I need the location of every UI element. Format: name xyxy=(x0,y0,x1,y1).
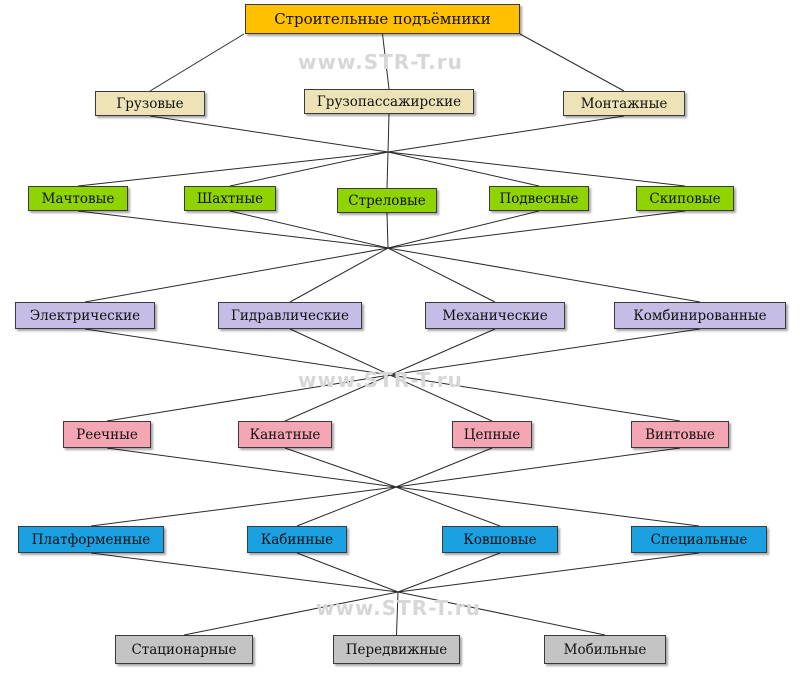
node-label: Шахтные xyxy=(196,190,264,207)
node-label: Стреловые xyxy=(348,192,426,209)
node-design-mast: Мачтовые xyxy=(28,186,128,211)
connector-line xyxy=(395,486,700,527)
node-carrier-cabin: Кабинные xyxy=(247,526,347,553)
connector-line xyxy=(389,374,681,422)
node-label: Скиповые xyxy=(649,190,721,207)
node-label: Мобильные xyxy=(563,641,647,658)
node-drive-combined: Комбинированные xyxy=(614,302,786,329)
node-label: Подвесные xyxy=(499,190,579,207)
connector-line xyxy=(77,151,389,187)
connector-line xyxy=(389,328,496,376)
node-label: Грузопассажирские xyxy=(316,93,462,110)
connector-line xyxy=(289,247,389,303)
connector-line xyxy=(84,328,391,376)
connector-line xyxy=(397,552,501,593)
node-purpose-mounting: Монтажные xyxy=(563,91,685,116)
connector-line xyxy=(387,113,390,153)
node-label: Специальные xyxy=(650,531,748,548)
node-label: Канатные xyxy=(249,426,321,443)
connector-line xyxy=(397,552,700,593)
node-label: Грузовые xyxy=(116,95,184,112)
connector-line xyxy=(387,151,540,187)
node-label: Электрические xyxy=(29,307,141,324)
node-mechanism-screw: Винтовые xyxy=(631,421,729,448)
connector-line xyxy=(284,447,397,488)
node-label: Передвижные xyxy=(345,641,448,658)
connector-line xyxy=(387,210,686,249)
node-mechanism-rack: Реечные xyxy=(63,421,151,448)
connector-line xyxy=(106,374,391,422)
node-purpose-cargo-passenger: Грузопассажирские xyxy=(304,89,474,114)
node-label: Комбинированные xyxy=(633,307,767,324)
node-carrier-special: Специальные xyxy=(631,526,767,553)
connector-line xyxy=(519,33,625,92)
node-label: Кабинные xyxy=(260,531,334,548)
node-label: Платформенные xyxy=(31,531,151,548)
connector-line xyxy=(296,552,399,593)
node-drive-mechanical: Механические xyxy=(425,302,565,329)
connector-line xyxy=(90,552,399,593)
node-carrier-platform: Платформенные xyxy=(18,526,164,553)
connector-line xyxy=(183,591,399,636)
node-mobility-movable: Передвижные xyxy=(333,635,460,664)
node-design-skip: Скиповые xyxy=(636,186,734,211)
node-purpose-cargo: Грузовые xyxy=(95,91,205,116)
node-label: Цепные xyxy=(463,426,521,443)
node-label: Гидравлические xyxy=(230,307,349,324)
node-label: Стационарные xyxy=(131,641,237,658)
node-carrier-bucket: Ковшовые xyxy=(442,526,558,553)
root-node: Строительные подъёмники xyxy=(245,4,520,34)
node-mechanism-rope: Канатные xyxy=(238,421,332,448)
connector-line xyxy=(84,247,389,303)
node-label: Реечные xyxy=(76,426,138,443)
connector-line xyxy=(395,447,681,488)
node-label: Винтовые xyxy=(645,426,715,443)
connector-line xyxy=(77,210,389,249)
node-drive-electric: Электрические xyxy=(15,302,155,329)
connector-line xyxy=(395,486,501,527)
connector-line xyxy=(395,447,493,488)
connector-line xyxy=(389,374,493,422)
watermark: www.STR-T.ru xyxy=(298,368,463,392)
connector-line xyxy=(149,33,245,92)
connector-line xyxy=(106,447,397,488)
connector-line xyxy=(386,212,389,249)
node-label: Монтажные xyxy=(580,95,668,112)
connector-line xyxy=(397,591,606,636)
connector-line xyxy=(289,328,391,376)
node-design-shaft: Шахтные xyxy=(184,186,276,211)
connector-line xyxy=(387,210,540,249)
connector-line xyxy=(387,247,496,303)
root-node-label: Строительные подъёмники xyxy=(274,10,491,28)
connector-line xyxy=(387,247,701,303)
node-label: Мачтовые xyxy=(41,190,115,207)
connector-line xyxy=(386,151,389,189)
connector-line xyxy=(284,374,391,422)
connector-line xyxy=(396,591,399,636)
connector-line xyxy=(229,210,389,249)
connector-line xyxy=(387,115,625,153)
node-design-boom: Стреловые xyxy=(337,188,437,213)
node-drive-hydraulic: Гидравлические xyxy=(218,302,362,329)
connector-line xyxy=(149,115,389,153)
connector-line xyxy=(229,151,389,187)
connector-line xyxy=(387,151,686,187)
node-label: Механические xyxy=(442,307,548,324)
connector-line xyxy=(382,33,390,90)
node-mobility-stationary: Стационарные xyxy=(115,635,253,664)
watermark: www.STR-T.ru xyxy=(316,596,481,620)
connector-line xyxy=(389,328,701,376)
connector-line xyxy=(90,486,397,527)
node-mechanism-chain: Цепные xyxy=(452,421,532,448)
node-label: Ковшовые xyxy=(463,531,537,548)
watermark: www.STR-T.ru xyxy=(298,50,463,74)
node-design-suspended: Подвесные xyxy=(489,186,589,211)
connector-line xyxy=(296,486,397,527)
node-mobility-mobile: Мобильные xyxy=(544,635,666,664)
